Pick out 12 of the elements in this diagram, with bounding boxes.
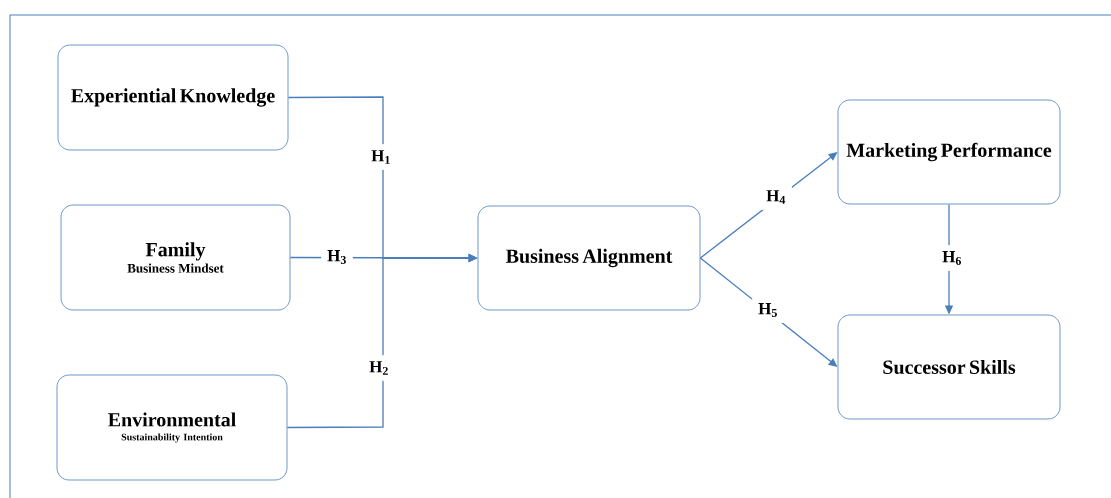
process-box: Experiential Knowledge bbox=[57, 44, 289, 151]
process-box: Successor Skills bbox=[837, 314, 1061, 420]
process-box: Family Business Mindset bbox=[60, 204, 291, 311]
process-box: Environmental Sustainability Intention bbox=[56, 374, 288, 481]
process-box: Business Alignment bbox=[477, 205, 701, 311]
edge-label: H$_{2}$ bbox=[363, 355, 395, 381]
edge-label: H$_{6}$ bbox=[936, 245, 968, 271]
edge-label: H$_{3}$ bbox=[321, 244, 353, 270]
edge-label: H$_{5}$ bbox=[752, 297, 784, 323]
edge-label: H$_{4}$ bbox=[760, 184, 792, 210]
edge-label: H$_{1}$ bbox=[365, 144, 397, 170]
process-box: Marketing Performance bbox=[837, 99, 1061, 205]
